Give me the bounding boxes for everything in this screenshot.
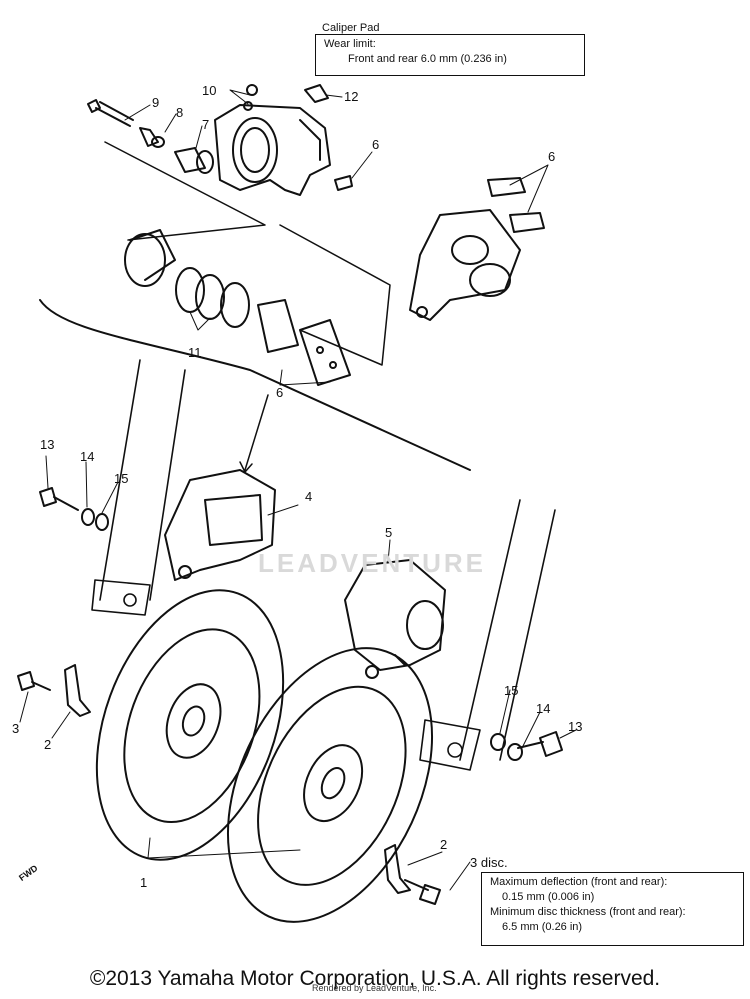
disc-spec-line3: Minimum disc thickness (front and rear): [490, 906, 686, 918]
piston-11 [124, 229, 176, 287]
fork-left [91, 359, 186, 616]
brake-disc-right [226, 647, 434, 923]
callout-13-right: 13 [568, 719, 583, 734]
callout-6-right: 6 [548, 149, 556, 164]
disc-spec-line1: Maximum deflection (front and rear): [490, 876, 668, 888]
callout-6-lower: 6 [276, 385, 284, 400]
callout-10: 10 [202, 83, 217, 98]
disc-spec-line2: 0.15 mm (0.006 in) [502, 891, 595, 903]
brake-disc-left [95, 589, 285, 861]
callout-14-left: 14 [80, 449, 95, 464]
callout-15-right: 15 [504, 683, 519, 698]
callout-6-top: 6 [372, 137, 380, 152]
bleeder-12 [304, 84, 329, 103]
callout-3-disc: 3 disc. [470, 855, 508, 870]
callout-11: 11 [188, 345, 202, 360]
bolt-3-left [17, 671, 51, 691]
sleeve-8 [139, 127, 165, 148]
callout-3-left: 3 [12, 721, 20, 736]
callout-8: 8 [176, 105, 184, 120]
callout-9: 9 [152, 95, 160, 110]
bolt-3-right [404, 879, 441, 905]
watermark: LEADVENTURE [258, 548, 487, 578]
lock-plate-2-left [64, 664, 91, 717]
washer-14-left [81, 508, 95, 526]
fork-right [419, 499, 556, 771]
leader-arrow [244, 394, 269, 471]
detail-boundary-curve [39, 299, 471, 471]
disc-spec-line4: 6.5 mm (0.26 in) [502, 921, 583, 933]
pad-shims-6-right [487, 177, 545, 233]
pad-spec-box: Wear limit: Front and rear 6.0 mm (0.236… [315, 34, 585, 76]
screws-10 [243, 84, 258, 111]
washer-14-right [507, 743, 523, 761]
pad-spec-title: Caliper Pad [322, 22, 380, 34]
copyright-text: ©2013 Yamaha Motor Corporation, U.S.A. A… [89, 967, 661, 990]
callout-7: 7 [202, 117, 210, 132]
seals-11 [175, 267, 250, 328]
leader-bracket-left [104, 141, 266, 241]
bolt-9 [87, 99, 134, 127]
disc-spec-box: Maximum deflection (front and rear): 0.1… [481, 872, 744, 946]
washer-15-left [95, 513, 109, 531]
pads-6-lower [257, 299, 351, 386]
callout-13-left: 13 [40, 437, 55, 452]
leader-bracket-right [279, 224, 391, 366]
lock-plate-2-right [384, 844, 411, 894]
pad-wear-value: Front and rear 6.0 mm (0.236 in) [348, 53, 507, 65]
washer-15-right [490, 733, 506, 751]
render-credit: Rendered by LeadVenture, Inc. [312, 983, 437, 993]
bolt-13-right [517, 731, 563, 757]
callout-2-left: 2 [44, 737, 52, 752]
bolt-13-left [39, 487, 79, 511]
callout-15-left: 15 [114, 471, 129, 486]
caliper-right-detail [409, 209, 521, 321]
leader-lines [19, 89, 577, 891]
boot-7 [174, 147, 214, 174]
callout-12: 12 [344, 89, 359, 104]
caliper-top-detail [214, 104, 331, 196]
callout-2-right: 2 [440, 837, 448, 852]
callout-1: 1 [140, 875, 148, 890]
pad-wear-label: Wear limit: [324, 38, 376, 50]
callout-5: 5 [385, 525, 393, 540]
caliper-5 [344, 559, 446, 679]
callout-4: 4 [305, 489, 313, 504]
bolt-6-top [334, 175, 353, 191]
caliper-4 [164, 469, 276, 581]
callout-14-right: 14 [536, 701, 551, 716]
